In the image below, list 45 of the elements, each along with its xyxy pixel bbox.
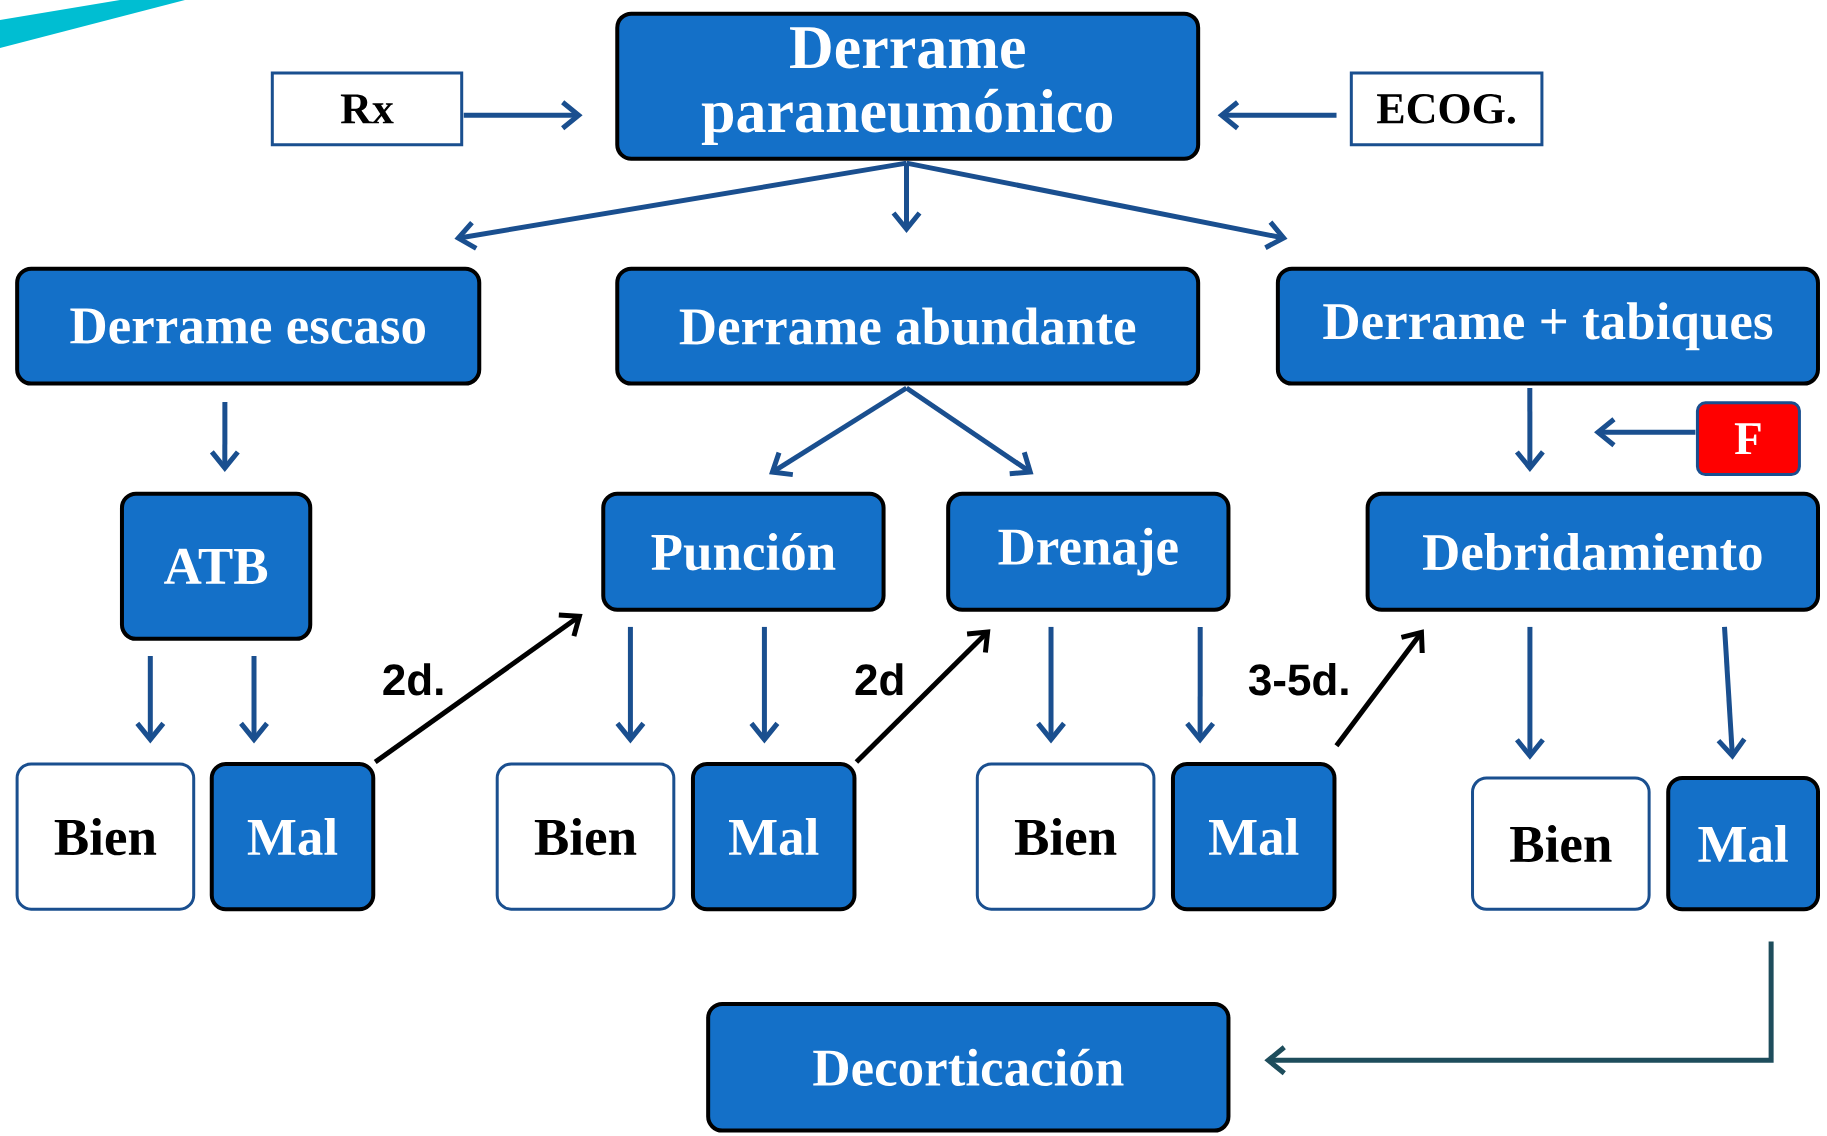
arrow [1716,626,1747,760]
arrow [1217,100,1337,131]
arrow [454,160,907,251]
arrow [135,656,166,744]
process-box: Debridamiento [1365,491,1820,612]
process-box: Derrame escaso [15,266,482,386]
process-box: Mal [209,762,376,912]
process-box: Punción [601,491,886,612]
process-box: Derrame abundante [615,266,1201,386]
arrow [1264,941,1774,1076]
arrow [749,626,780,744]
process-box: Decorticación [706,1002,1231,1133]
outcome-box: Bien [495,762,676,911]
edge-label: 2d. [383,663,443,696]
edge-label: 2d [855,663,903,696]
arrow [1514,388,1545,472]
arrow [1334,629,1425,748]
arrow [854,629,991,764]
source-box: Rx [270,71,464,147]
arrow [769,385,908,478]
arrow [1036,626,1066,744]
process-box: Derrame paraneumónico [615,11,1201,161]
arrow [373,612,583,765]
arrow [615,626,646,744]
arrow [463,100,583,131]
process-box: Mal [1666,776,1820,912]
outcome-box: Bien [975,762,1156,911]
arrow [905,385,1034,477]
arrow [891,163,922,233]
edge-label: 3-5d. [1248,663,1348,696]
process-box: Mal [1170,762,1337,912]
outcome-box: Bien [1471,776,1651,911]
marker-box: F [1695,401,1801,477]
arrow [1185,626,1216,744]
arrow [1515,626,1545,760]
source-box: ECOG. [1349,71,1544,147]
arrow [239,656,269,744]
outcome-box: Bien [15,762,196,911]
process-box: Mal [690,762,857,912]
process-box: ATB [119,491,313,641]
arrow [906,160,1288,250]
process-box: Drenaje [946,491,1231,612]
arrow [1594,417,1696,448]
process-box: Derrame + tabiques [1275,266,1820,386]
arrow [209,401,240,472]
